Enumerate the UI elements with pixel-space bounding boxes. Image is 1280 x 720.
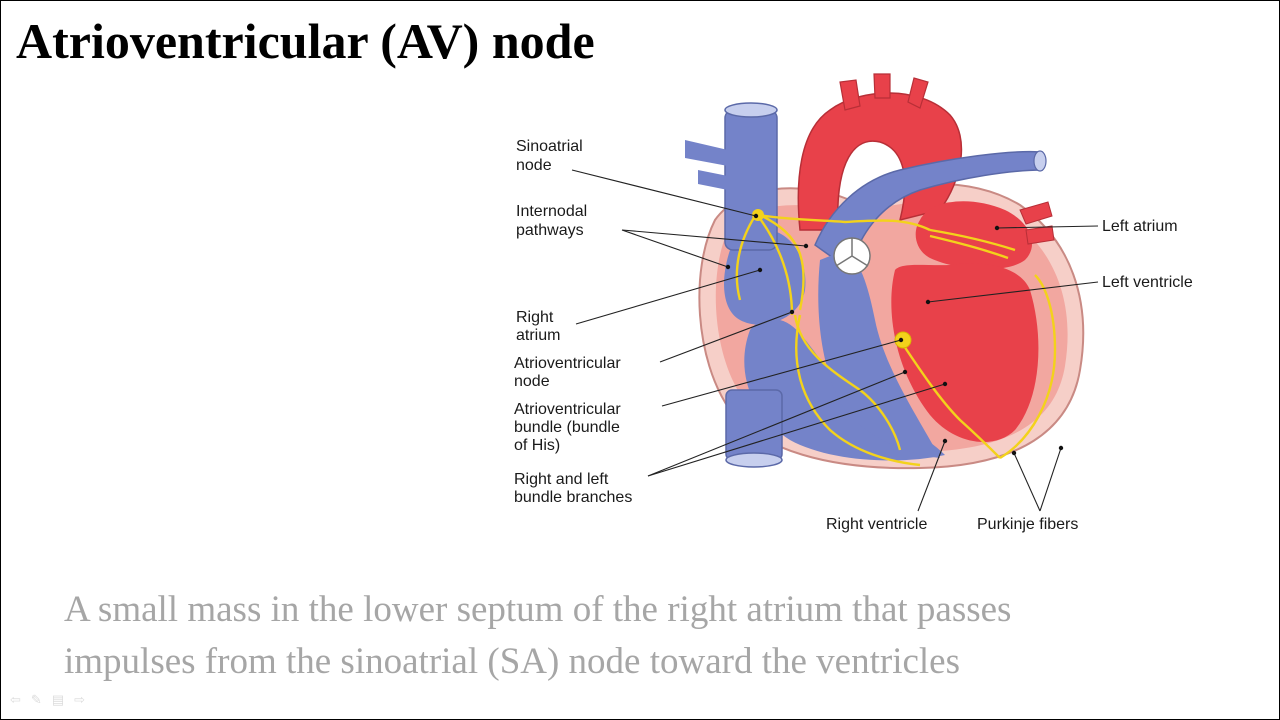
label-bundle-branches-line1: Right and left bbox=[514, 471, 609, 488]
label-av-node-line2: node bbox=[514, 373, 550, 390]
left-ventricle-chamber bbox=[891, 263, 1039, 442]
next-slide-icon[interactable]: ⇨ bbox=[74, 692, 86, 707]
pen-icon[interactable]: ✎ bbox=[30, 692, 42, 707]
label-internodal-line1: Internodal bbox=[516, 203, 587, 220]
label-av-bundle-line2: bundle (bundle bbox=[514, 419, 620, 436]
caption-line-2: impulses from the sinoatrial (SA) node t… bbox=[64, 641, 961, 682]
conduction-system bbox=[735, 213, 1057, 467]
ivc-opening bbox=[725, 452, 783, 468]
label-av-bundle-line3: of His) bbox=[514, 437, 560, 454]
label-right-atrium-line1: Right bbox=[516, 309, 554, 326]
heart-conduction-diagram: Sinoatrial node Internodal pathways Righ… bbox=[500, 70, 1240, 550]
menu-icon[interactable]: ▤ bbox=[51, 692, 65, 707]
left-atrium-chamber bbox=[915, 201, 1033, 270]
leader-lines bbox=[571, 169, 1099, 512]
svc-opening bbox=[724, 102, 778, 118]
pulmonary-veins-left bbox=[685, 140, 728, 190]
sa-node-marker bbox=[752, 209, 764, 221]
superior-vena-cava bbox=[724, 109, 778, 251]
leader-endpoints bbox=[725, 213, 1064, 456]
label-sinoatrial-line1: Sinoatrial bbox=[516, 138, 583, 155]
label-left-atrium: Left atrium bbox=[1102, 218, 1178, 235]
label-sinoatrial-line2: node bbox=[516, 157, 552, 174]
label-av-bundle-line1: Atrioventricular bbox=[514, 401, 621, 418]
label-internodal-line2: pathways bbox=[516, 222, 584, 239]
caption-line-1: A small mass in the lower septum of the … bbox=[64, 589, 1012, 630]
slide-title: Atrioventricular (AV) node bbox=[16, 13, 595, 69]
pulmonary-artery-opening bbox=[1033, 150, 1047, 172]
interventricular-septum-region bbox=[818, 250, 940, 458]
aortic-branches bbox=[839, 73, 929, 111]
label-left-ventricle: Left ventricle bbox=[1102, 274, 1193, 291]
semilunar-valve bbox=[833, 237, 871, 275]
label-right-atrium-line2: atrium bbox=[516, 327, 560, 344]
slideshow-toolbar: ⇦ ✎ ▤ ⇨ bbox=[10, 692, 85, 708]
label-bundle-branches-line2: bundle branches bbox=[514, 489, 632, 506]
label-av-node-line1: Atrioventricular bbox=[514, 355, 621, 372]
label-purkinje-fibers: Purkinje fibers bbox=[977, 516, 1078, 533]
label-right-ventricle: Right ventricle bbox=[826, 516, 927, 533]
right-atrium bbox=[724, 229, 806, 325]
heart-illustration: Sinoatrial node Internodal pathways Righ… bbox=[514, 73, 1193, 533]
previous-slide-icon[interactable]: ⇦ bbox=[10, 692, 21, 707]
slide-caption: A small mass in the lower septum of the … bbox=[64, 584, 1244, 688]
